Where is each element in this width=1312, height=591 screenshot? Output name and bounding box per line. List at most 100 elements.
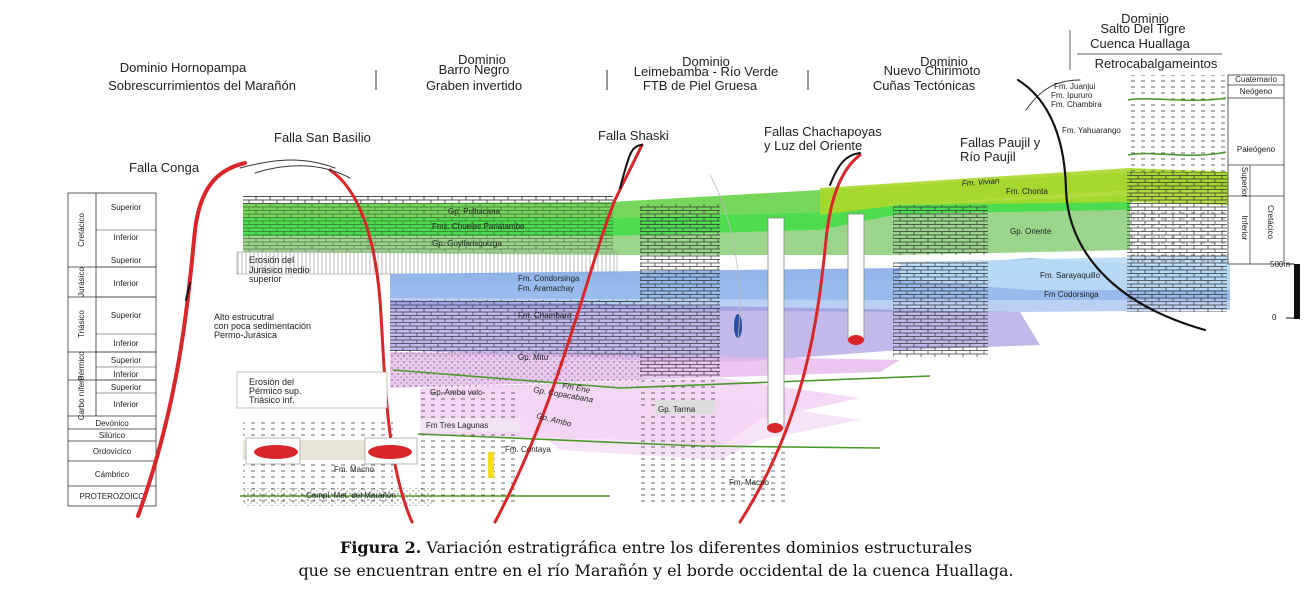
domain-hornopampa-title: Dominio Hornopampa (120, 60, 247, 75)
note-alto-2: con poca sedimentación (214, 321, 311, 331)
period-ordovicico: Ordovícico (93, 447, 132, 456)
domain-leimebamba-sub: FTB de Piel Gruesa (643, 78, 758, 93)
domain-hornopampa-sub: Sobrescurrimientos del Marañón (108, 78, 296, 93)
label-chachapoyas-2: y Luz del Oriente (764, 138, 862, 153)
sub-carb-sup: Superior (111, 383, 142, 392)
fm-condorsinga: Fm. Condorsinga (518, 274, 580, 283)
fm-pulluicana: Gp. Pulluicana (448, 207, 501, 216)
period-proterozoico: PROTEROZOICO (80, 492, 145, 501)
note-erosion-jur-2: Jurásico medio (249, 265, 310, 275)
fm-macno-1: Fm. Macno (334, 465, 375, 474)
label-falla-san-basilio: Falla San Basilio (274, 130, 371, 145)
right-inferior: Inferior (1240, 216, 1249, 241)
note-erosion-jur-1: Erosión del (249, 255, 294, 265)
era-cretacico: Cretácico (77, 213, 86, 247)
domain-tigre-title2: Salto Del Tigre (1100, 21, 1185, 36)
chrono-column: Cretácico Jurásico Triásico Pérmico Carb… (67, 192, 157, 507)
era-jurasico: Jurásico (77, 267, 86, 297)
domain-chirimoto-title1: Dominio (920, 54, 968, 69)
era-permico: Pérmico (77, 351, 86, 381)
sub-cret-sup: Superior (111, 203, 142, 212)
domain-tigre-title1: Dominio (1121, 11, 1169, 26)
period-silurico: Silúrico (99, 431, 126, 440)
fm-juanjui: Fm. Juanjui (1054, 82, 1096, 91)
fm-vivian: Fm. Vivian (962, 176, 1001, 188)
right-chrono-column: Cuaternario Neógeno Paleógeno Superior I… (1227, 74, 1300, 322)
label-falla-conga: Falla Conga (129, 160, 200, 175)
note-alto-3: Permo-Jurásica (214, 330, 277, 340)
era-carbonifero: Carbo nífero (77, 375, 86, 420)
domain-barro-negro-title2: Barro Negro (439, 62, 510, 77)
right-neogeno: Neógeno (1240, 87, 1273, 96)
fm-chambara: Fm. Chambara (518, 311, 572, 320)
faults (136, 78, 1207, 524)
unconformity-lines (240, 97, 1227, 497)
fm-sarayaquillo: Fm. Sarayaquillo (1040, 271, 1101, 280)
domain-leimebamba-title1: Dominio (682, 54, 730, 69)
fault-chachapoyas-line (738, 153, 862, 524)
period-cambrico: Cámbrico (95, 470, 130, 479)
fm-mitu: Gp. Mitu (518, 353, 548, 362)
right-superior: Superior (1240, 167, 1249, 198)
domain-leimebamba-title2: Leimebamba - Río Verde (634, 64, 779, 79)
fm-compl: Compl. Met. del Marañón (306, 491, 396, 500)
fm-chambira: Fm. Chambira (1051, 100, 1102, 109)
note-erosion-per-2: Pérmico sup. (249, 386, 302, 396)
fm-contaya: Fm. Contaya (505, 445, 551, 454)
fm-codorsinga-2: Fm Codorsinga (1044, 290, 1099, 299)
era-triasico: Triásico (77, 310, 86, 338)
scale-top: 500m (1270, 260, 1290, 269)
strata (236, 75, 1230, 506)
sub-jur-inf: Inferior (114, 279, 139, 288)
domain-chirimoto-title2: Nuevo Chirimoto (884, 63, 981, 78)
fm-oriente: Gp. Oriente (1010, 227, 1052, 236)
scale-bottom: 0 (1272, 313, 1277, 322)
caption-label: Figura 2. (339, 538, 422, 557)
fm-chuelec: Fms. Chuelec Pariatambo (432, 222, 525, 231)
note-erosion-jur-3: superior (249, 274, 282, 284)
fault-huallaga-line (1016, 78, 1207, 332)
sub-tri-sup: Superior (111, 311, 142, 320)
notes: Erosión del Jurásico medio superior Alto… (214, 255, 388, 409)
fault-labels: Falla Conga Falla San Basilio Falla Shas… (129, 124, 1041, 175)
caption-line-2: que se encuentran entre en el río Marañó… (298, 561, 1014, 580)
fault-conga-line (136, 161, 247, 518)
fm-tres-lagunas: Fm Tres Lagunas (426, 421, 488, 430)
fm-aramachay: Fm. Aramachay (518, 284, 574, 293)
right-paleogeno: Paleógeno (1237, 145, 1276, 154)
domain-chirimoto-sub: Cuñas Tectónicas (873, 78, 976, 93)
sub-per-inf: Inferior (114, 370, 139, 379)
fm-yahuarango: Fm. Yahuarango (1062, 126, 1121, 135)
right-cretacico: Cretácico (1266, 205, 1275, 239)
sub-per-sup: Superior (111, 356, 142, 365)
fm-chonta: Fm. Chonta (1006, 187, 1048, 196)
note-alto-1: Alto estrucutral (214, 312, 274, 322)
fm-tarma: Gp. Tarma (658, 405, 696, 414)
formation-labels: Gp. Pulluicana Fms. Chuelec Pariatambo G… (306, 82, 1121, 500)
fm-macno-2: Fm. Macno (729, 478, 770, 487)
note-erosion-per-1: Erosión del (249, 377, 294, 387)
domain-headers: Dominio Hornopampa Sobrescurrimientos de… (108, 11, 1222, 93)
label-chachapoyas-1: Fallas Chachapoyas (764, 124, 882, 139)
sub-jur-sup: Superior (111, 256, 142, 265)
fm-goyllar: Gp. Goyllarisquizga (432, 239, 502, 248)
sub-carb-inf: Inferior (114, 400, 139, 409)
fm-ambo-volc: Gp. Ambo volc (430, 388, 482, 397)
domain-tigre-title3: Cuenca Huallaga (1090, 36, 1191, 51)
domain-barro-negro-sub: Graben invertido (426, 78, 522, 93)
note-erosion-per-3: Triásico inf. (249, 395, 295, 405)
label-paujil-2: Río Paujil (960, 149, 1016, 164)
fault-shaski-line (493, 143, 644, 524)
caption-line-1: Variación estratigráfica entre los difer… (421, 538, 973, 557)
figure-caption: Figura 2. Variación estratigráfica entre… (0, 536, 1312, 582)
label-paujil-1: Fallas Paujil y (960, 135, 1041, 150)
fm-ipururo: Fm. Ipururo (1051, 91, 1093, 100)
right-cuaternario: Cuaternario (1235, 75, 1277, 84)
label-falla-shaski: Falla Shaski (598, 128, 669, 143)
domain-tigre-sub: Retrocabalgameintos (1095, 56, 1218, 71)
sub-cret-inf: Inferior (114, 233, 139, 242)
domain-barro-negro-title1: Dominio (458, 52, 506, 67)
sub-tri-inf: Inferior (114, 339, 139, 348)
period-devonico: Devónico (95, 419, 129, 428)
